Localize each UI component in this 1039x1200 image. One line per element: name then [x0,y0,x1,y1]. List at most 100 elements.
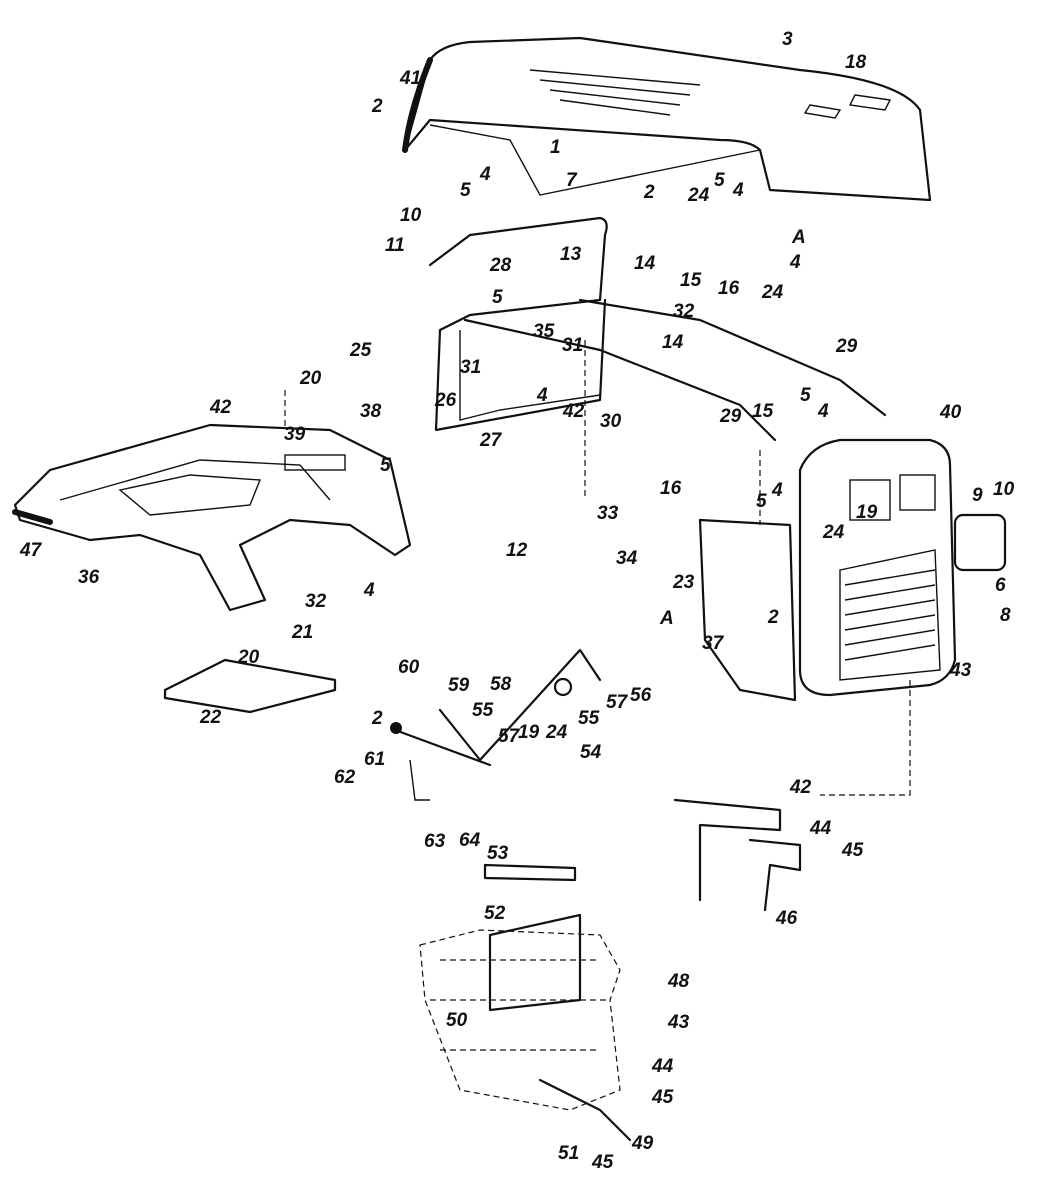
part-callout-45: 45 [841,840,864,861]
part-callout-12: 12 [506,540,528,561]
part-callout-4: 4 [817,401,829,422]
part-callout-31: 31 [562,335,583,356]
part-callout-24: 24 [761,282,784,303]
part-callout-1: 1 [550,137,561,158]
part-callout-32: 32 [673,301,695,322]
part-callout-26: 26 [434,390,457,411]
part-callout-10: 10 [993,479,1015,500]
part-callout-33: 33 [597,503,619,524]
grille-part [698,438,957,702]
part-callout-56: 56 [630,685,652,706]
engine-part [419,863,632,1142]
part-callout-45: 45 [651,1087,674,1108]
part-callout-47: 47 [19,540,43,561]
headlight-part [953,513,1007,572]
part-callout-44: 44 [651,1056,674,1077]
part-callout-59: 59 [448,675,470,696]
part-callout-32: 32 [305,591,327,612]
part-callout-48: 48 [667,971,690,992]
part-callout-50: 50 [446,1010,468,1031]
part-callout-20: 20 [237,647,260,668]
part-callout-2: 2 [643,182,655,203]
part-callout-64: 64 [459,830,481,851]
part-callout-49: 49 [631,1133,654,1154]
part-callout-60: 60 [398,657,420,678]
part-callout-18: 18 [845,52,867,73]
part-callout-9: 9 [972,485,983,506]
part-callout-5: 5 [800,385,811,406]
part-callout-2: 2 [371,708,383,729]
part-callout-A: A [659,608,674,629]
part-callout-55: 55 [578,708,600,729]
part-callout-20: 20 [299,368,322,389]
part-callout-42: 42 [789,777,812,798]
part-callout-35: 35 [533,321,555,342]
part-callout-40: 40 [939,402,962,423]
part-callout-5: 5 [460,180,471,201]
part-callout-55: 55 [472,700,494,721]
part-callout-29: 29 [835,336,858,357]
part-callout-4: 4 [771,480,783,501]
bracket-part [673,798,802,912]
part-callout-19: 19 [856,502,878,523]
part-callout-36: 36 [78,567,100,588]
part-callout-44: 44 [809,818,832,839]
hood-part [402,36,932,202]
part-callout-16: 16 [718,278,740,299]
part-callout-5: 5 [756,491,767,512]
plate-part [163,658,337,714]
part-callout-41: 41 [399,68,421,89]
part-callout-61: 61 [364,749,385,770]
part-callout-2: 2 [767,607,779,628]
part-callout-4: 4 [363,580,375,601]
part-callout-43: 43 [667,1012,690,1033]
part-callout-29: 29 [719,406,742,427]
part-callout-27: 27 [479,430,503,451]
part-callout-22: 22 [199,707,222,728]
part-callout-57: 57 [498,726,521,747]
part-callout-24: 24 [545,722,568,743]
part-callout-24: 24 [687,185,710,206]
part-callout-42: 42 [209,397,232,418]
part-callout-8: 8 [1000,605,1011,626]
part-callout-15: 15 [680,270,702,291]
part-callout-4: 4 [479,164,491,185]
part-callout-4: 4 [789,252,801,273]
part-callout-23: 23 [672,572,695,593]
part-callout-2: 2 [371,96,383,117]
part-callout-4: 4 [536,385,548,406]
part-callout-10: 10 [400,205,422,226]
part-callout-25: 25 [349,340,372,361]
part-callout-58: 58 [490,674,512,695]
part-callout-5: 5 [380,455,391,476]
part-callout-46: 46 [775,908,798,929]
part-callout-42: 42 [562,401,585,422]
part-callout-11: 11 [385,235,405,256]
part-callout-A: A [791,227,806,248]
throttle-linkage-part [390,648,602,801]
control-rod-part [463,318,777,442]
part-callout-15: 15 [752,401,774,422]
part-callout-4: 4 [732,180,744,201]
part-callout-39: 39 [284,424,306,445]
part-callout-16: 16 [660,478,682,499]
part-callout-14: 14 [634,253,656,274]
part-callout-21: 21 [291,622,313,643]
part-callout-30: 30 [600,411,622,432]
part-callout-5: 5 [714,170,725,191]
part-callout-34: 34 [616,548,638,569]
part-callout-37: 37 [702,633,725,654]
part-callout-3: 3 [782,29,793,50]
part-callout-45: 45 [591,1152,614,1173]
part-callout-63: 63 [424,831,446,852]
part-callout-24: 24 [822,522,845,543]
part-callout-13: 13 [560,244,582,265]
part-callout-6: 6 [995,575,1006,596]
part-callout-38: 38 [360,401,382,422]
part-callout-5: 5 [492,287,503,308]
part-callout-19: 19 [518,722,540,743]
part-callout-57: 57 [606,692,629,713]
part-callout-43: 43 [949,660,972,681]
